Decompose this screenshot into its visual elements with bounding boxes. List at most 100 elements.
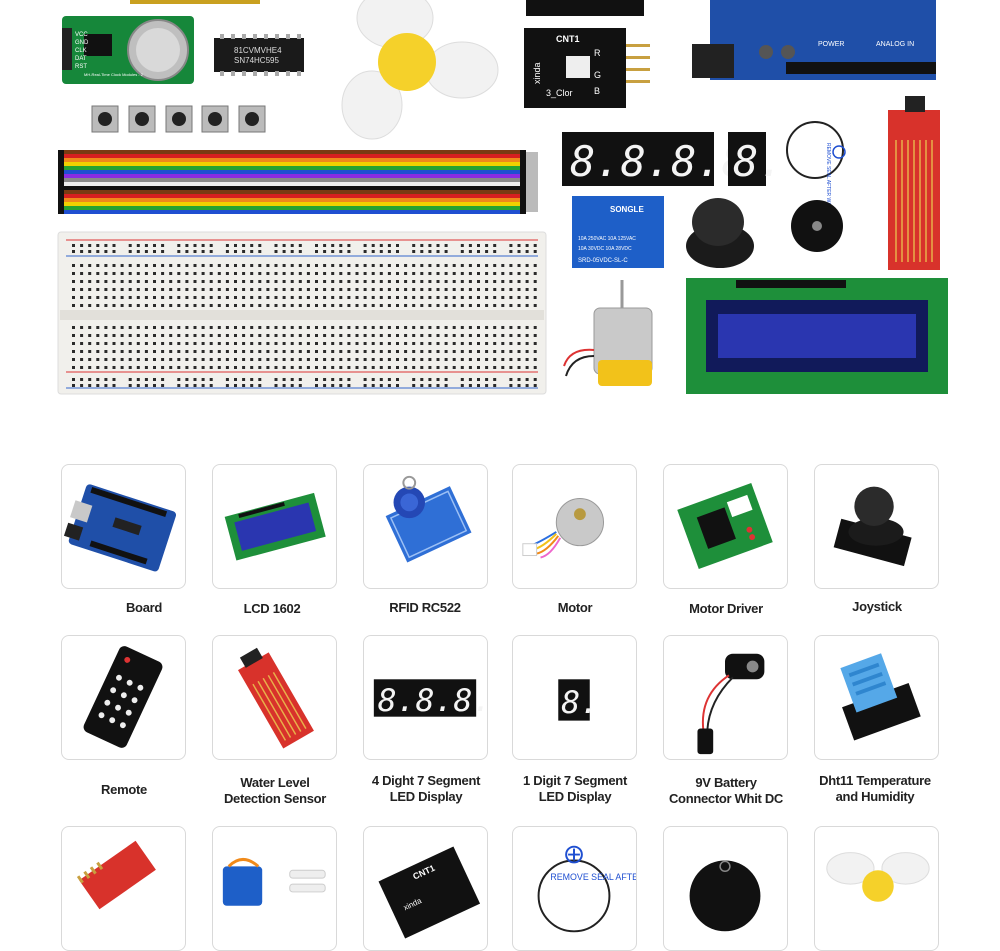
breadboard-hole — [428, 288, 432, 291]
breadboard-hole — [428, 264, 432, 267]
breadboard-hole — [104, 334, 108, 337]
breadboard-hole — [323, 296, 327, 299]
rgb-led-module: CNT1 xinda 3_Clor R G B — [524, 28, 650, 108]
breadboard-hole — [444, 358, 448, 361]
breadboard-hole — [412, 304, 416, 307]
card-rgb-module[interactable]: CNT1 xinda — [363, 826, 488, 951]
breadboard-hole — [258, 244, 262, 247]
breadboard-hole — [112, 350, 116, 353]
breadboard-hole — [250, 384, 254, 387]
breadboard-hole — [387, 334, 391, 337]
breadboard-hole — [217, 264, 221, 267]
breadboard-hole — [250, 272, 254, 275]
breadboard-hole — [485, 272, 489, 275]
breadboard-hole — [404, 342, 408, 345]
breadboard-hole — [136, 272, 140, 275]
card-active-buzzer[interactable]: REMOVE SEAL AFTER WASHING — [512, 826, 637, 951]
breadboard-hole — [379, 342, 383, 345]
breadboard-hole — [428, 250, 432, 253]
breadboard-hole — [274, 326, 278, 329]
breadboard-hole — [161, 378, 165, 381]
breadboard-hole — [185, 384, 189, 387]
breadboard-hole — [347, 342, 351, 345]
card-board[interactable] — [61, 464, 186, 589]
breadboard-hole — [161, 250, 165, 253]
card-one-digit[interactable]: 8. — [512, 635, 637, 760]
breadboard-hole — [493, 280, 497, 283]
breadboard-hole — [501, 366, 505, 369]
breadboard-hole — [460, 366, 464, 369]
breadboard-hole — [477, 264, 480, 267]
svg-text:8.8.8.8.: 8.8.8.8. — [378, 683, 487, 719]
breadboard-hole — [153, 366, 156, 369]
breadboard-hole — [355, 358, 359, 361]
breadboard-hole — [468, 288, 472, 291]
breadboard-hole — [331, 350, 335, 353]
breadboard-hole — [225, 288, 229, 291]
breadboard-hole — [80, 280, 84, 283]
breadboard-hole — [493, 378, 497, 381]
breadboard-hole — [420, 350, 424, 353]
card-water-sensor[interactable] — [212, 635, 337, 760]
card-fan[interactable] — [814, 826, 939, 951]
breadboard-hole — [290, 296, 294, 299]
breadboard-hole — [306, 272, 310, 275]
card-rfid[interactable] — [363, 464, 488, 589]
breadboard-hole — [412, 280, 416, 283]
breadboard-hole — [217, 272, 221, 275]
label-lcd: LCD 1602 — [243, 601, 301, 616]
breadboard-hole — [315, 288, 318, 291]
breadboard-hole — [387, 272, 391, 275]
breadboard-hole — [420, 366, 424, 369]
breadboard-hole — [420, 272, 424, 275]
breadboard-hole — [387, 296, 391, 299]
breadboard-hole — [533, 326, 537, 329]
breadboard-hole — [460, 326, 464, 329]
breadboard-hole — [509, 334, 513, 337]
breadboard-hole — [428, 326, 432, 329]
breadboard-hole — [274, 334, 278, 337]
card-motor-driver[interactable] — [663, 464, 788, 589]
card-motor[interactable] — [512, 464, 637, 589]
card-sound-sensor[interactable] — [61, 826, 186, 951]
breadboard-hole — [225, 272, 229, 275]
breadboard-hole — [161, 326, 165, 329]
card-dht11[interactable] — [814, 635, 939, 760]
breadboard-hole — [209, 304, 213, 307]
card-battery-connector[interactable] — [663, 635, 788, 760]
breadboard-hole — [396, 378, 399, 381]
breadboard-hole — [96, 350, 100, 353]
breadboard-hole — [185, 350, 189, 353]
breadboard-hole — [290, 264, 294, 267]
card-lcd[interactable] — [212, 464, 337, 589]
breadboard-hole — [412, 326, 416, 329]
breadboard-hole — [331, 366, 335, 369]
card-servo[interactable] — [212, 826, 337, 951]
breadboard-hole — [250, 288, 254, 291]
breadboard-hole — [460, 272, 464, 275]
breadboard-hole — [128, 350, 132, 353]
breadboard-hole — [452, 326, 456, 329]
breadboard-hole — [72, 272, 75, 275]
card-four-digit[interactable]: 8.8.8.8. — [363, 635, 488, 760]
breadboard-hole — [396, 244, 399, 247]
breadboard-hole — [509, 378, 513, 381]
breadboard-hole — [517, 366, 521, 369]
breadboard-hole — [136, 264, 140, 267]
breadboard-hole — [225, 378, 229, 381]
label-motor: Motor — [557, 600, 593, 615]
breadboard-hole — [177, 366, 181, 369]
breadboard-hole — [177, 250, 181, 253]
breadboard-hole — [193, 304, 197, 307]
card-remote[interactable] — [61, 635, 186, 760]
breadboard-hole — [258, 304, 262, 307]
breadboard-hole — [128, 304, 132, 307]
breadboard-hole — [274, 288, 278, 291]
four-digit-display-icon: 8.8.8.8. — [373, 679, 487, 719]
breadboard-hole — [396, 334, 399, 337]
breadboard-hole — [209, 384, 213, 387]
card-passive-buzzer[interactable] — [663, 826, 788, 951]
breadboard-hole — [315, 304, 318, 307]
card-joystick[interactable] — [814, 464, 939, 589]
breadboard-hole — [485, 366, 489, 369]
